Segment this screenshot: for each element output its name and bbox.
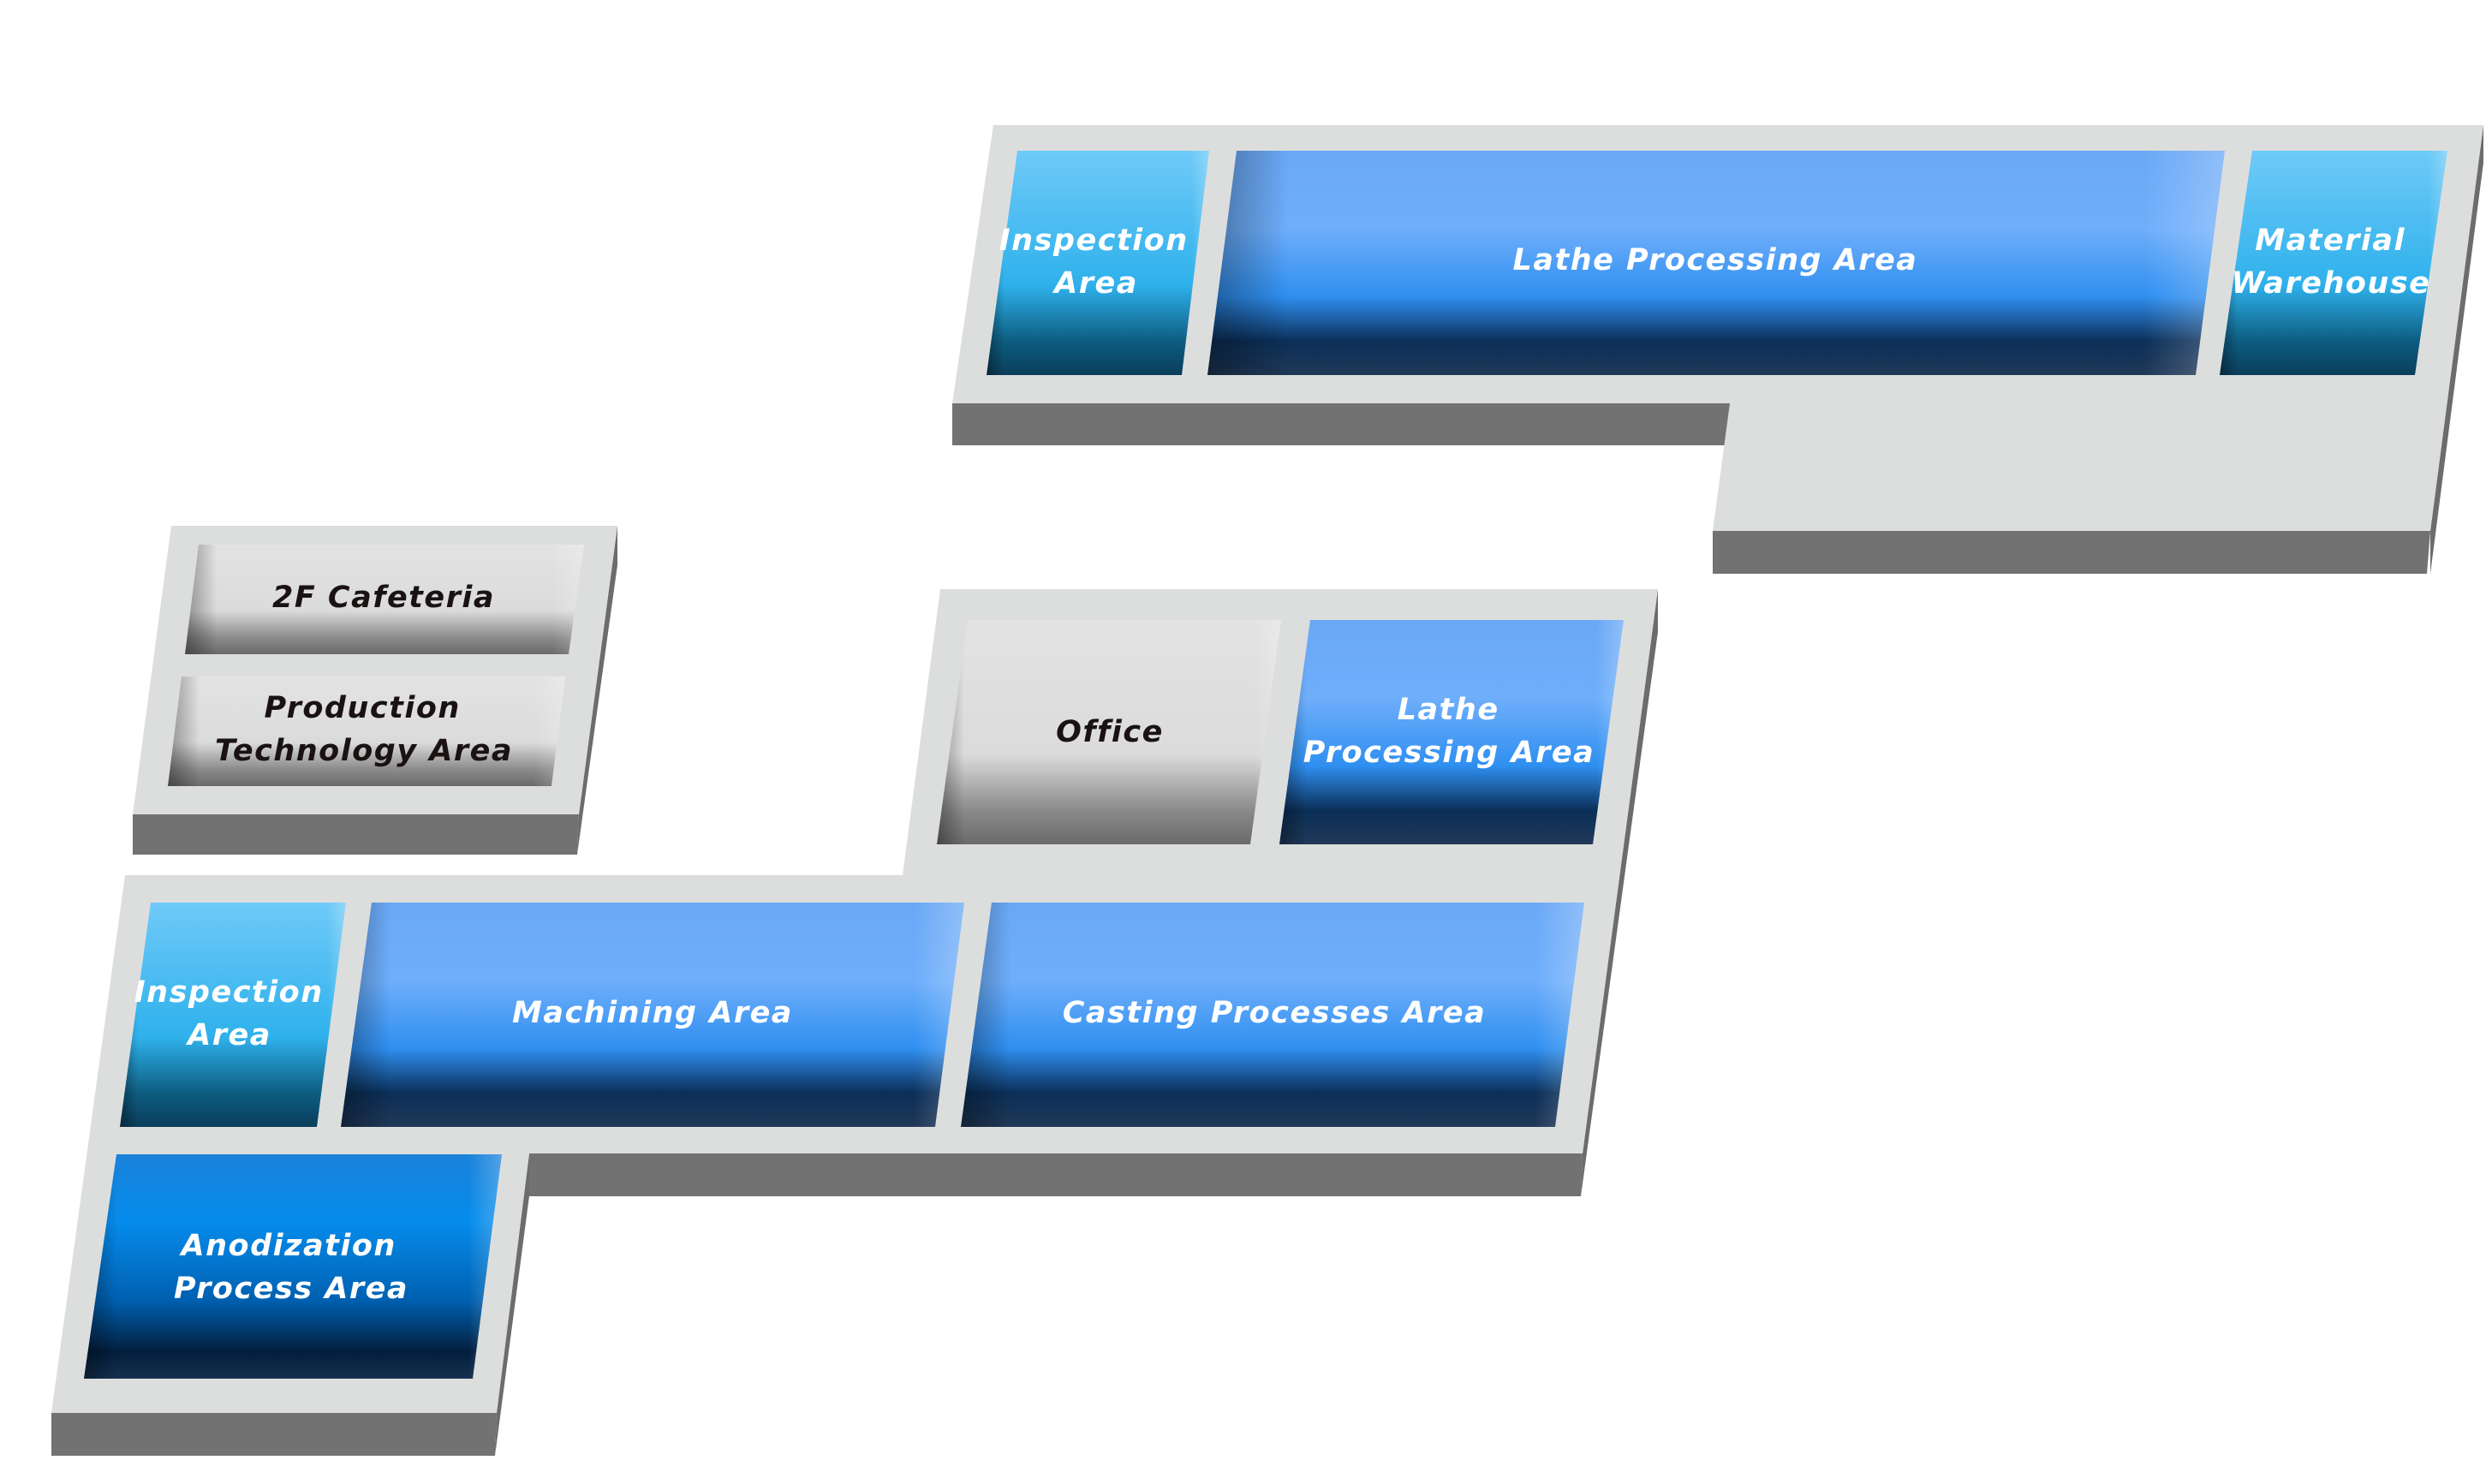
room-machining-area[interactable]: Machining Area: [341, 903, 964, 1127]
room-edge-shading: [185, 545, 584, 654]
building-side-face: [529, 1153, 1583, 1196]
room-material-warehouse[interactable]: Material Warehouse: [2220, 151, 2447, 375]
room-edge-shading: [341, 903, 964, 1127]
room-production-technology-area[interactable]: Production Technology Area: [168, 676, 565, 786]
svg-text:Material Warehouse: Material Warehouse: [2232, 223, 2431, 301]
room-label: Office: [1056, 715, 1164, 749]
svg-text:Machining Area: Machining Area: [512, 996, 793, 1030]
building-side-face: [495, 1153, 529, 1456]
room-label: Area: [185, 1018, 271, 1052]
building-side-face: [1581, 589, 1658, 1196]
building-side-face: [1713, 531, 2430, 574]
room-label: Inspection: [999, 223, 1189, 258]
room-office[interactable]: Office: [937, 620, 1281, 844]
room-lathe-processing-area-top[interactable]: Lathe Processing Area: [1207, 151, 2225, 375]
building-side-face: [952, 403, 1730, 445]
svg-text:Casting Processes Area: Casting Processes Area: [1063, 996, 1487, 1030]
room-label: 2F Cafeteria: [272, 581, 495, 615]
room-edge-shading: [1279, 620, 1624, 844]
room-edge-shading: [1207, 151, 2225, 375]
svg-text:Anodization Process Ar: Anodization Process Area: [174, 1229, 408, 1306]
room-label: Lathe: [1398, 693, 1499, 727]
svg-text:Inspection Area: Inspection Area: [134, 975, 336, 1052]
room-label: Warehouse: [2232, 266, 2431, 301]
room-label: Production: [265, 691, 461, 725]
room-lathe-processing-area-main[interactable]: Lathe Processing Area: [1279, 620, 1624, 844]
room-label: Lathe Processing Area: [1513, 243, 1918, 277]
room-label: Technology Area: [215, 734, 513, 768]
svg-text:2F Cafeteria: 2F Cafeteria: [272, 581, 495, 615]
room-edge-shading: [937, 620, 1281, 844]
room-2f-cafeteria[interactable]: 2F Cafeteria: [185, 545, 584, 654]
room-edge-shading: [987, 151, 1209, 375]
room-label: Casting Processes Area: [1063, 996, 1487, 1030]
building-side-face: [133, 814, 579, 855]
svg-text:Office: Office: [1056, 715, 1164, 749]
room-label: Inspection: [134, 975, 324, 1010]
building-side-face: [51, 1413, 497, 1456]
room-edge-shading: [84, 1154, 502, 1379]
room-label: Material: [2255, 223, 2406, 258]
room-label: Area: [1052, 266, 1138, 301]
main-building: Office Lathe Processing Area Inspection …: [51, 589, 1658, 1456]
room-anodization-process-area[interactable]: Anodization Process Area: [84, 1154, 502, 1379]
room-edge-shading: [120, 903, 346, 1127]
room-label: Anodization: [179, 1229, 396, 1263]
svg-text:Inspection Area: Inspection Area: [999, 223, 1201, 301]
svg-text:Lathe Processing Area: Lathe Processing Area: [1303, 693, 1595, 770]
room-label: Process Area: [174, 1272, 408, 1306]
room-label: Machining Area: [512, 996, 793, 1030]
building-side-face: [2430, 125, 2483, 574]
room-label: Processing Area: [1303, 736, 1595, 770]
room-edge-shading: [961, 903, 1584, 1127]
room-inspection-area-top[interactable]: Inspection Area: [987, 151, 1209, 375]
room-edge-shading: [2220, 151, 2447, 375]
room-edge-shading: [168, 676, 565, 786]
building-side-face: [577, 526, 617, 855]
upper-building: Inspection Area Lathe Processing Area Ma…: [952, 125, 2483, 574]
second-floor-block: 2F Cafeteria Production Technology Area: [133, 526, 617, 855]
svg-text:Production Technology: Production Technology Area: [215, 691, 513, 768]
svg-text:Lathe Processing Area: Lathe Processing Area: [1513, 243, 1918, 277]
room-inspection-area-main[interactable]: Inspection Area: [120, 903, 346, 1127]
room-casting-processes-area[interactable]: Casting Processes Area: [961, 903, 1584, 1127]
